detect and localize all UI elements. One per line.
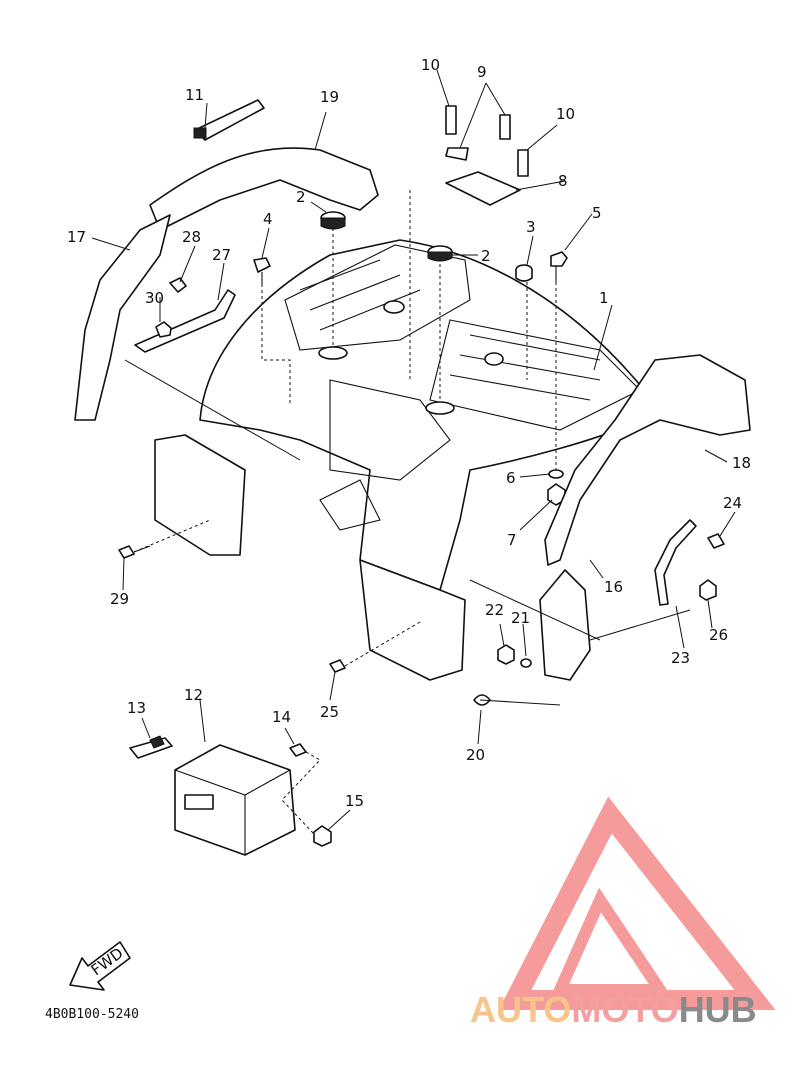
fender-flap-18 — [544, 354, 751, 566]
part-label: 5 — [592, 204, 602, 222]
part-label: 29 — [110, 590, 129, 608]
part-label: 19 — [320, 88, 339, 106]
part-label: 20 — [466, 746, 485, 764]
pad-8 — [445, 171, 521, 206]
cap-2-left — [320, 211, 346, 230]
bolt-28 — [169, 277, 187, 293]
part-label: 17 — [67, 228, 86, 246]
part-label: 21 — [511, 609, 530, 627]
clip-13 — [129, 735, 173, 759]
part-label: 10 — [421, 56, 440, 74]
bolt-5 — [550, 251, 568, 282]
tab-10-right — [517, 149, 529, 177]
part-label: 4 — [263, 210, 273, 228]
part-label: 25 — [320, 703, 339, 721]
fender-flap-19 — [149, 147, 379, 231]
leader-lines — [91, 69, 736, 835]
part-label: 24 — [723, 494, 742, 512]
fender-flap-17 — [74, 214, 171, 421]
nut-30 — [155, 321, 172, 338]
part-label: 23 — [671, 649, 690, 667]
watermark-hub: HUB — [679, 989, 757, 1030]
part-labels: 1 2 2 3 4 5 6 7 8 9 10 10 11 12 13 14 15… — [67, 56, 751, 810]
bolt-14 — [289, 743, 307, 757]
part-label: 7 — [507, 531, 517, 549]
part-label: 11 — [185, 86, 204, 104]
watermark-text: AUTOMOTOHUB — [470, 989, 757, 1030]
part-label: 2 — [481, 247, 491, 265]
bolt-25 — [329, 659, 346, 673]
part-label: 27 — [212, 246, 231, 264]
part-label: 13 — [127, 699, 146, 717]
plug-3 — [515, 264, 533, 282]
part-label: 14 — [272, 708, 291, 726]
part-label: 10 — [556, 105, 575, 123]
fender-flap-16 — [539, 569, 591, 681]
part-label: 8 — [558, 172, 568, 190]
automotohub-logo-icon — [498, 796, 776, 1010]
bolt-24 — [707, 533, 725, 549]
part-label: 28 — [182, 228, 201, 246]
diagram-code: 4B0B100-5240 — [45, 1007, 139, 1022]
part-label: 15 — [345, 792, 364, 810]
nut-15 — [313, 825, 332, 847]
part-label: 26 — [709, 626, 728, 644]
tab-9-a — [445, 147, 469, 161]
fwd-arrow-icon: FWD — [69, 941, 131, 991]
watermark-auto: AUTO — [470, 989, 571, 1030]
part-label: 3 — [526, 218, 536, 236]
part-label: 12 — [184, 686, 203, 704]
nut-22 — [497, 644, 515, 665]
washer-6 — [548, 469, 564, 479]
strap-11 — [193, 99, 265, 141]
bracket-23 — [654, 519, 697, 606]
part-label: 2 — [296, 188, 306, 206]
part-label: 22 — [485, 601, 504, 619]
part-label: 6 — [506, 469, 516, 487]
nut-26 — [699, 579, 717, 601]
watermark-moto: MOTO — [571, 989, 678, 1030]
rear-fender-body — [154, 239, 641, 681]
part-label: 16 — [604, 578, 623, 596]
tool-box-12 — [174, 744, 296, 856]
tab-9-b — [499, 114, 511, 140]
part-label: 1 — [599, 289, 609, 307]
bolt-4 — [253, 257, 271, 284]
part-label: 18 — [732, 454, 751, 472]
part-label: 9 — [477, 63, 487, 81]
washer-21 — [520, 658, 532, 668]
part-label: 30 — [145, 289, 164, 307]
cap-2-right — [427, 245, 453, 262]
tab-10-left — [445, 105, 457, 135]
